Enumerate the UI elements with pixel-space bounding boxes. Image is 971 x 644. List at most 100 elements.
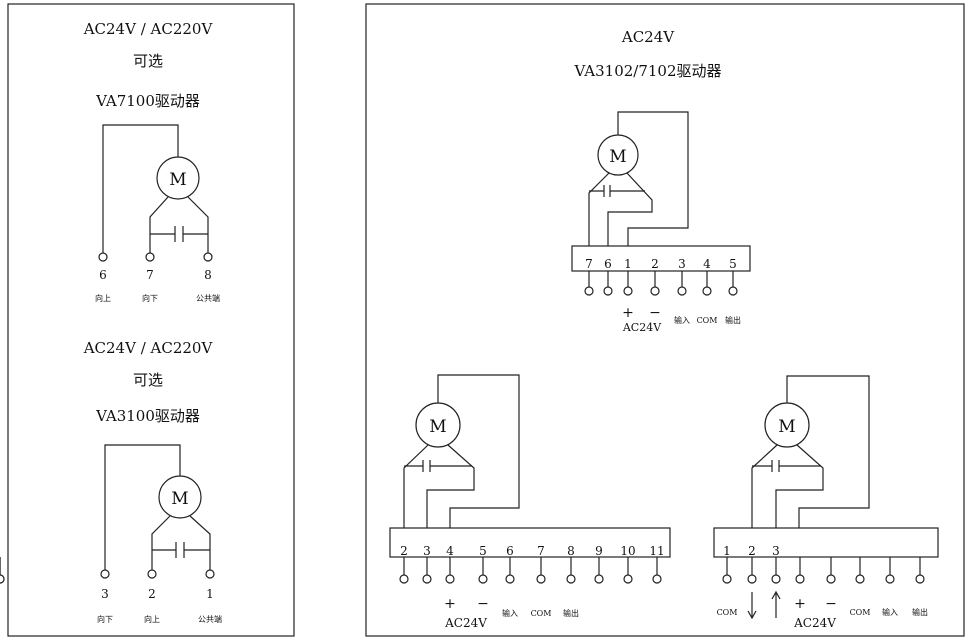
va3100-motor-label: M <box>171 489 188 509</box>
bl-pin-11 <box>652 574 662 584</box>
va3102-pin-1 <box>623 286 633 296</box>
bl-minus: − <box>477 596 489 612</box>
br-pin- <box>826 574 836 584</box>
va3102-pin-5 <box>728 286 738 296</box>
br-output: 输出 <box>912 607 928 617</box>
va3102-terminal-4: 4 <box>703 257 711 271</box>
br-com-left: COM <box>717 608 738 617</box>
va3102-com: COM <box>697 316 718 325</box>
br-wire-2 <box>775 444 824 528</box>
br-minus: − <box>825 596 837 612</box>
bl-motor-label: M <box>429 417 446 437</box>
bl-terminal-6: 6 <box>506 544 514 558</box>
va7100-func-up: 向上 <box>95 293 111 303</box>
br-input: 输入 <box>882 607 898 617</box>
va3102-output: 输出 <box>725 315 741 325</box>
va7100-terminal-7: 7 <box>146 268 154 282</box>
bl-pin-2 <box>399 574 409 584</box>
va3100-terminal-2: 2 <box>148 587 156 601</box>
va3100-terminal-3: 3 <box>101 587 109 601</box>
bl-terminal-8: 8 <box>567 544 575 558</box>
va3100-motor <box>158 475 202 519</box>
va3102-wire-6 <box>607 172 653 246</box>
br-com: COM <box>850 608 871 617</box>
br-terminal-1: 1 <box>723 544 731 558</box>
va3100-func-up: 向上 <box>144 614 160 624</box>
va3100-wire-3 <box>104 444 181 570</box>
bl-input: 输入 <box>502 608 518 618</box>
va3102-terminal-3: 3 <box>678 257 686 271</box>
va3102-capacitor <box>603 185 611 197</box>
br-pin-3 <box>771 574 781 584</box>
bl-pin-8 <box>566 574 576 584</box>
bl-pin-4 <box>445 574 455 584</box>
bl-capacitor <box>422 460 431 472</box>
br-capacitor <box>771 460 780 472</box>
bl-terminal-5: 5 <box>479 544 487 558</box>
va3102-wire-1 <box>617 111 689 246</box>
va3102-model: VA3102/7102驱动器 <box>573 62 721 80</box>
va7100-voltage: AC24V / AC220V <box>83 20 214 38</box>
bl-pin-10 <box>623 574 633 584</box>
va7100-capacitor <box>174 226 184 242</box>
va7100-diagram: AC24V / AC220V 可选 VA7100驱动器 M 6 7 8 向上 向… <box>83 20 220 303</box>
br-pin- <box>795 574 805 584</box>
br-pin-2 <box>747 574 757 584</box>
va3100-wire-2 <box>151 515 171 570</box>
va3102-terminal-5: 5 <box>729 257 737 271</box>
va3102-pin-6 <box>603 286 613 296</box>
va3102-voltage: AC24V <box>621 28 675 46</box>
va7100-terminal-8: 8 <box>204 268 212 282</box>
va3102-terminal-2: 2 <box>651 257 659 271</box>
va3100-diagram: AC24V / AC220V 可选 VA3100驱动器 M 3 2 1 向下 向… <box>83 339 222 624</box>
bl-pin-9 <box>594 574 604 584</box>
va7100-pin-7 <box>145 252 155 262</box>
bl-plus: + <box>444 596 456 612</box>
bl-terminal-3: 3 <box>423 544 431 558</box>
br-terminal-3: 3 <box>772 544 780 558</box>
va7100-func-common: 公共端 <box>196 293 220 303</box>
va7100-wire-8 <box>187 196 209 253</box>
bl-pin-6 <box>505 574 515 584</box>
va3100-optional: 可选 <box>133 371 163 389</box>
va7100-optional: 可选 <box>133 52 163 70</box>
br-terminal-block <box>713 527 939 558</box>
br-terminal-2: 2 <box>748 544 756 558</box>
bl-supply: AC24V <box>444 616 487 630</box>
bl-output: 输出 <box>563 608 579 618</box>
va3100-func-common: 公共端 <box>198 614 222 624</box>
bl-terminal-2: 2 <box>400 544 408 558</box>
va3102-pin-2 <box>650 286 660 296</box>
va3102-terminal-6: 6 <box>604 257 612 271</box>
va3102-supply: AC24V <box>622 321 662 334</box>
va3100-terminal-1: 1 <box>206 587 214 601</box>
bl-pin-3 <box>422 574 432 584</box>
va3102-terminal-block <box>571 245 751 272</box>
br-supply: AC24V <box>793 616 836 630</box>
bl-pin-5 <box>478 574 488 584</box>
bl-terminal-block <box>389 527 671 558</box>
bl-wire-3 <box>426 444 475 528</box>
br-pin- <box>885 574 895 584</box>
va7100-pin-6 <box>98 252 108 262</box>
br-wire-1 <box>751 444 778 528</box>
bl-terminal-9: 9 <box>595 544 603 558</box>
bl-terminal-7: 7 <box>537 544 545 558</box>
br-motor-label: M <box>778 417 795 437</box>
bl-terminal-10: 10 <box>620 544 635 558</box>
br-plus: + <box>794 596 806 612</box>
va7100-model: VA7100驱动器 <box>95 92 200 110</box>
bl-terminal-4: 4 <box>446 544 454 558</box>
left-panel-frame <box>7 3 295 637</box>
va3102-wire-7 <box>588 172 610 246</box>
va3102-terminal-7: 7 <box>585 257 593 271</box>
br-pin-1 <box>722 574 732 584</box>
br-arrow-down-icon <box>747 592 757 620</box>
va3102-input: 输入 <box>674 315 690 325</box>
va7100-func-down: 向下 <box>142 293 158 303</box>
br-pin- <box>0 574 5 584</box>
va3102-pin-3 <box>677 286 687 296</box>
bl-wire-2 <box>403 444 429 528</box>
va3102-terminal-1: 1 <box>624 257 632 271</box>
